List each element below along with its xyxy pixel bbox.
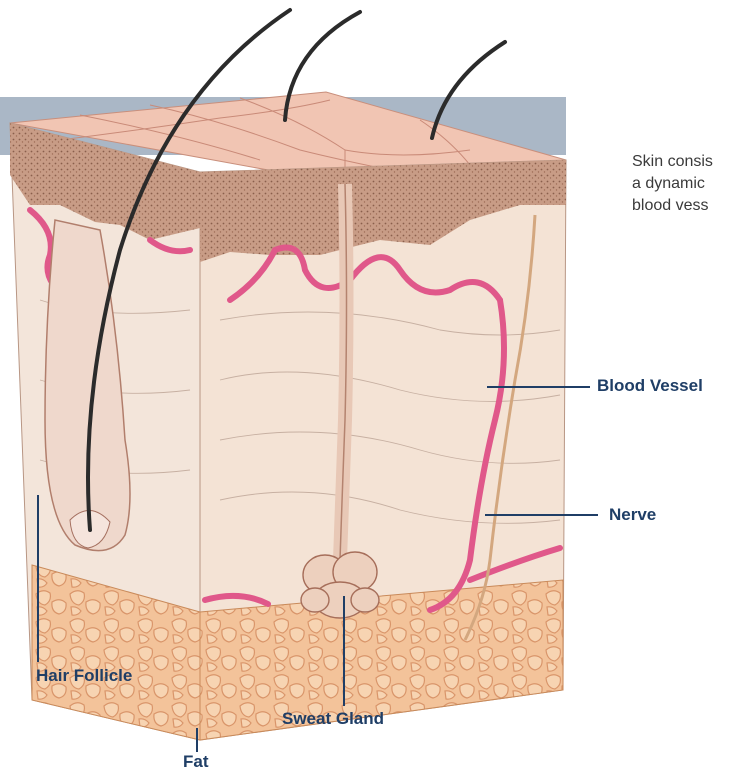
intro-text-line-1: Skin consis xyxy=(632,151,713,173)
intro-text-line-2: a dynamic xyxy=(632,173,705,195)
sweat-gland-coil xyxy=(301,552,379,618)
label-nerve: Nerve xyxy=(609,505,656,525)
intro-text-line-3: blood vess xyxy=(632,195,709,217)
label-sweat-gland: Sweat Gland xyxy=(282,709,384,729)
label-fat: Fat xyxy=(183,752,209,772)
label-blood-vessel: Blood Vessel xyxy=(597,376,703,396)
label-hair-follicle: Hair Follicle xyxy=(36,666,132,686)
